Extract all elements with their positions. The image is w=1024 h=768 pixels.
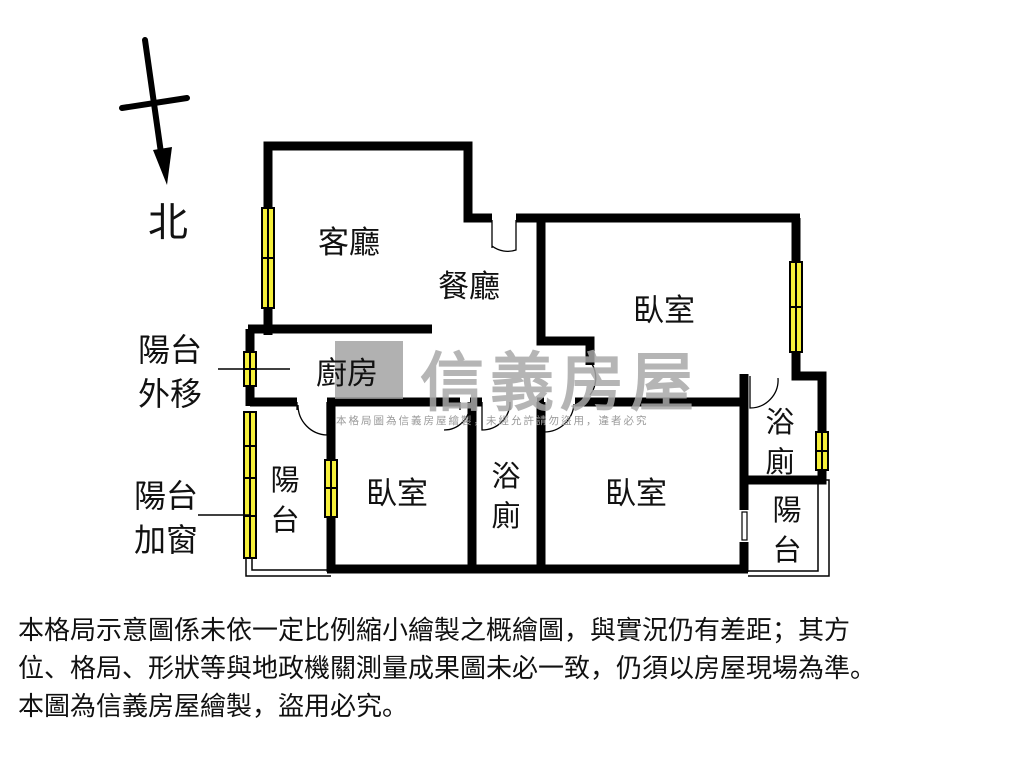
north-label: 北 <box>148 200 188 246</box>
room-bedroom-center: 臥室 <box>605 476 667 512</box>
disclaimer: 本格局示意圖係未依一定比例縮小繪製之概繪圖，與實況仍有差距；其方 位、格局、形狀… <box>18 612 1008 726</box>
door-bedroom-center <box>543 402 575 433</box>
room-kitchen: 廚房 <box>316 356 378 392</box>
watermark-brand: 信義房屋 <box>420 347 700 421</box>
door-entrance <box>491 220 517 252</box>
room-master-bedroom: 臥室 <box>633 293 695 329</box>
balcony-outlines <box>245 479 830 577</box>
watermark-logo-icon <box>335 341 403 399</box>
windows <box>243 207 829 559</box>
annotation-balcony-moved-out: 陽台 外移 <box>138 331 203 413</box>
room-balcony-left: 陽 台 <box>270 463 300 537</box>
window-living <box>261 207 275 309</box>
room-bathroom-right: 浴 廁 <box>765 405 795 479</box>
door-kitchen-corridor <box>296 402 328 436</box>
annotation-balcony-window-added: 陽台 加窗 <box>134 477 199 559</box>
room-bedroom-left: 臥室 <box>366 476 428 512</box>
disclaimer-line-3: 本圖為信義房屋繪製，盜用必究。 <box>18 692 409 722</box>
walls <box>245 141 827 574</box>
window-bedroom-left <box>324 459 338 518</box>
window-balcony-left <box>243 411 257 559</box>
room-living: 客廳 <box>318 225 380 261</box>
door-bathroom-center <box>481 402 511 431</box>
room-bathroom-center: 浴 廁 <box>491 459 521 533</box>
room-balcony-right: 陽 台 <box>772 493 802 567</box>
window-master <box>789 261 803 353</box>
watermark-notice: 本格局圖為信義房屋繪製，未經允許請勿盜用，違者必究 <box>336 415 649 427</box>
door-bedroom-left <box>443 402 471 431</box>
doors <box>296 220 779 436</box>
window-bathroom-right <box>815 431 829 471</box>
disclaimer-line-2: 位、格局、形狀等與地政機關測量成果圖未必一致，仍須以房屋現場為準。 <box>18 654 877 684</box>
sliding-door <box>741 511 748 541</box>
floor-plan <box>119 37 830 577</box>
door-master <box>589 363 597 396</box>
north-arrow-icon <box>119 37 190 185</box>
disclaimer-line-1: 本格局示意圖係未依一定比例縮小繪製之概繪圖，與實況仍有差距；其方 <box>18 616 851 646</box>
room-dining: 餐廳 <box>438 269 500 305</box>
door-bathroom-right <box>749 376 779 409</box>
